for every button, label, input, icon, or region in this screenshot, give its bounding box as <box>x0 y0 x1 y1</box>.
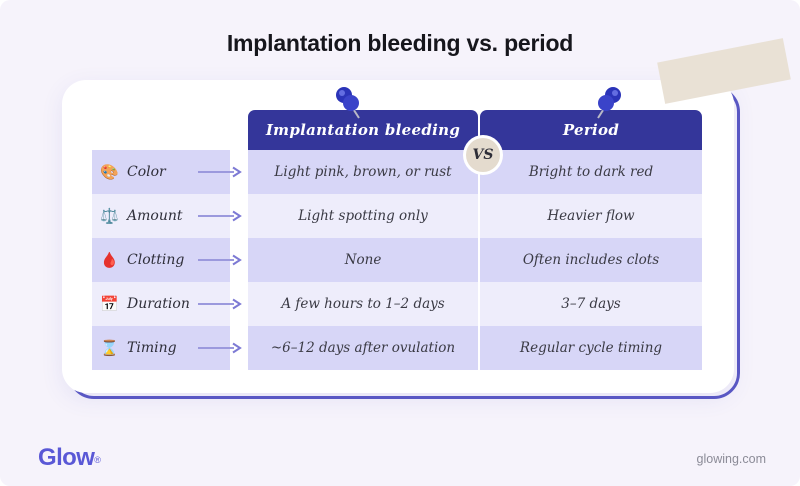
table-row: 🩸 Clotting None Often includes clots <box>62 238 734 282</box>
comparison-table: Implantation bleeding Period VS 🎨 Color … <box>62 80 734 393</box>
calendar-icon: 📅 <box>100 294 119 313</box>
row-arrow-icon <box>198 282 242 326</box>
cell-period: Bright to dark red <box>480 150 702 194</box>
row-arrow-icon <box>198 194 242 238</box>
row-label-text: Timing <box>127 340 177 356</box>
hourglass-icon: ⌛ <box>100 338 119 357</box>
cell-period: 3–7 days <box>480 282 702 326</box>
table-row: ⌛ Timing ~6–12 days after ovulation Regu… <box>62 326 734 370</box>
cell-implantation-bleeding: None <box>248 238 478 282</box>
row-label-text: Clotting <box>127 252 185 268</box>
cell-implantation-bleeding: A few hours to 1–2 days <box>248 282 478 326</box>
cell-period: Heavier flow <box>480 194 702 238</box>
row-arrow-icon <box>198 150 242 194</box>
row-label-text: Color <box>127 164 166 180</box>
page-title: Implantation bleeding vs. period <box>226 30 574 56</box>
logo-text: Glow <box>38 444 95 471</box>
pushpin-icon <box>588 82 630 124</box>
cell-period: Regular cycle timing <box>480 326 702 370</box>
cell-implantation-bleeding: ~6–12 days after ovulation <box>248 326 478 370</box>
table-row: 📅 Duration A few hours to 1–2 days 3–7 d… <box>62 282 734 326</box>
table-header-row: Implantation bleeding Period <box>62 110 734 150</box>
row-arrow-icon <box>198 326 242 370</box>
blood-drop-icon: 🩸 <box>100 250 119 269</box>
row-label-text: Amount <box>127 208 183 224</box>
row-arrow-icon <box>198 238 242 282</box>
row-label-text: Duration <box>127 296 190 312</box>
cell-implantation-bleeding: Light spotting only <box>248 194 478 238</box>
cell-period: Often includes clots <box>480 238 702 282</box>
pushpin-icon <box>327 82 369 124</box>
table-row: 🎨 Color Light pink, brown, or rust Brigh… <box>62 150 734 194</box>
table-row: ⚖️ Amount Light spotting only Heavier fl… <box>62 194 734 238</box>
glow-logo: Glow® <box>38 444 101 472</box>
vs-badge: VS <box>466 138 500 172</box>
palette-icon: 🎨 <box>100 162 119 181</box>
cell-implantation-bleeding: Light pink, brown, or rust <box>248 150 478 194</box>
balance-scale-icon: ⚖️ <box>100 206 119 225</box>
registered-mark: ® <box>94 455 101 465</box>
column-header-period: Period <box>480 110 702 150</box>
column-header-implantation-bleeding: Implantation bleeding <box>248 110 478 150</box>
website-label: glowing.com <box>696 452 766 466</box>
